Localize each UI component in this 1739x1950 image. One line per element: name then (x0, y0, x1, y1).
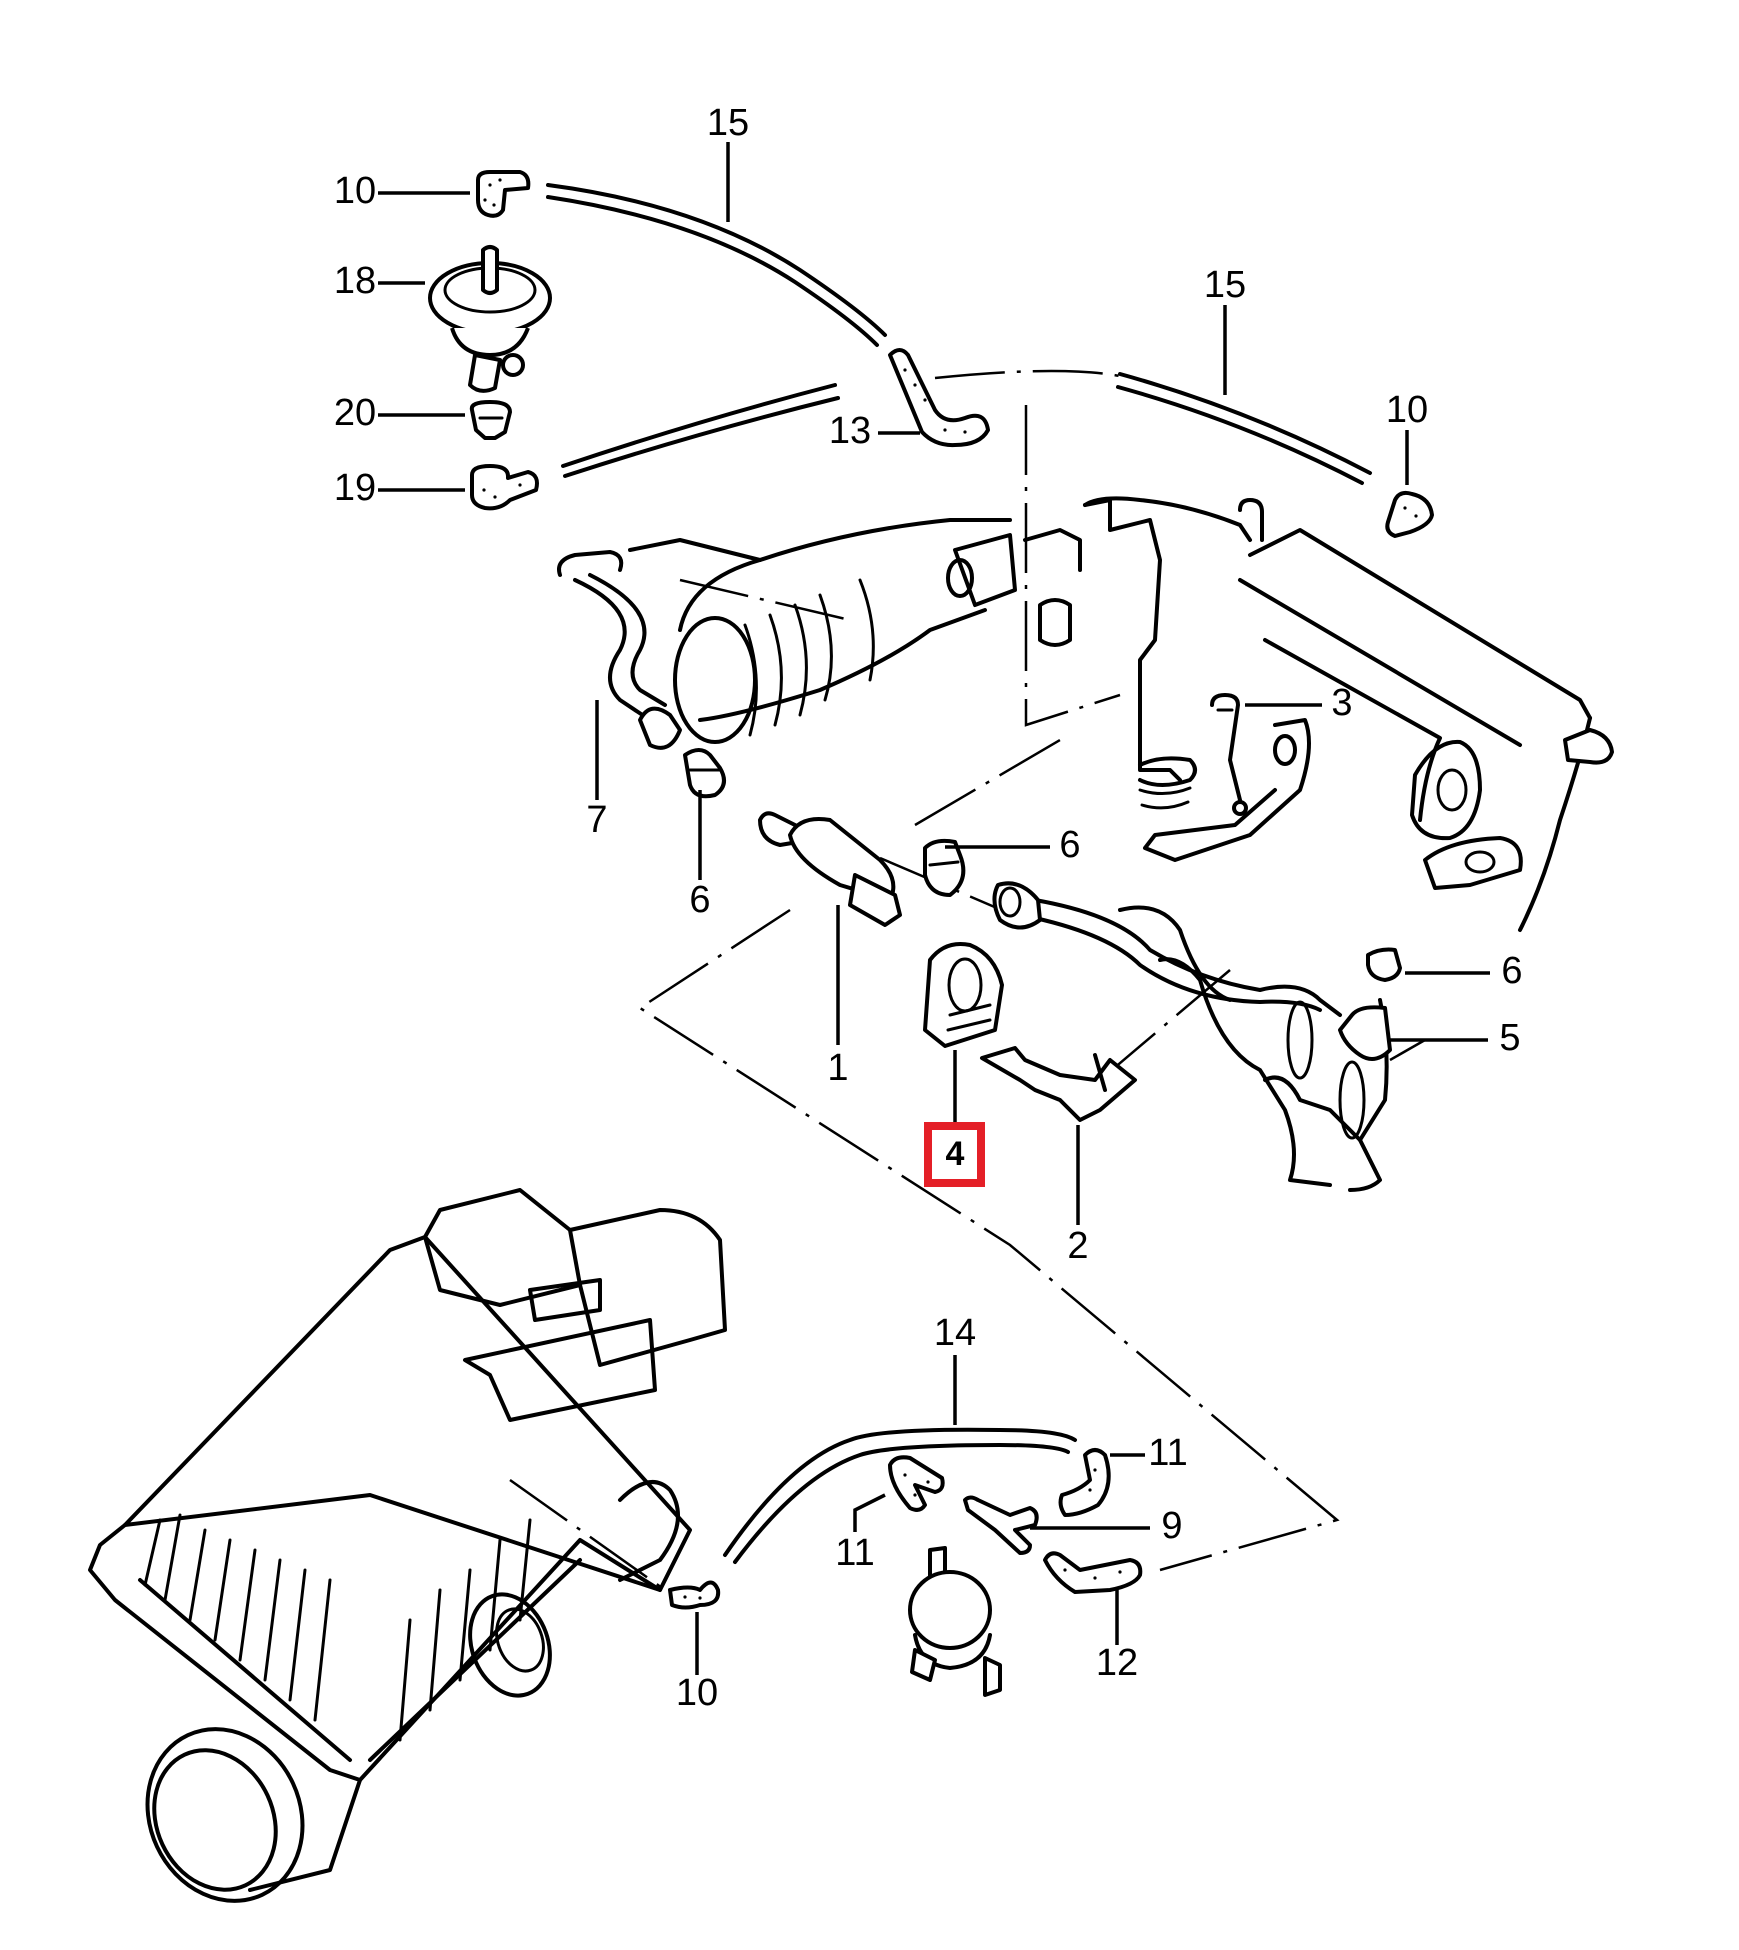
callout-14[interactable]: 14 (934, 1312, 976, 1354)
callout-10-bottom[interactable]: 10 (676, 1672, 718, 1714)
callout-12[interactable]: 12 (1096, 1642, 1138, 1684)
callout-11-left[interactable]: 11 (835, 1532, 874, 1574)
highlight-box-part-4 (924, 1122, 985, 1187)
callout-1[interactable]: 1 (827, 1047, 848, 1089)
part-11-hose-left (888, 1455, 945, 1512)
callout-9[interactable]: 9 (1161, 1505, 1182, 1547)
callout-5[interactable]: 5 (1499, 1017, 1520, 1059)
part-6-clamp-mid (923, 838, 966, 897)
callout-4-highlighted[interactable]: 4 (946, 1135, 965, 1173)
part-11-hose-right (1058, 1448, 1111, 1517)
part-14-hose (723, 1427, 1077, 1564)
callout-6-right[interactable]: 6 (1501, 950, 1522, 992)
fuel-pressure-regulator (908, 1546, 1002, 1697)
part-6-clamp-left (683, 748, 726, 799)
part-13-hose-elbow (888, 348, 990, 448)
part-2-bracket (980, 1046, 1137, 1122)
callout-6-mid[interactable]: 6 (1059, 824, 1080, 866)
callout-6-left[interactable]: 6 (689, 879, 710, 921)
part-15-hose-right (1116, 372, 1372, 485)
callout-13[interactable]: 13 (829, 410, 871, 452)
callout-10-top[interactable]: 10 (334, 170, 376, 212)
part-20-cap (469, 400, 512, 440)
callout-18[interactable]: 18 (334, 260, 376, 302)
part-6-clamp-right (1366, 947, 1402, 982)
part-1-sensor (758, 811, 902, 927)
part-10-elbow-top (476, 170, 531, 218)
part-9-tee (963, 1495, 1039, 1555)
part-19-tee (470, 464, 539, 511)
callout-11-right[interactable]: 11 (1148, 1432, 1187, 1474)
part-10-elbow-bottom (668, 1580, 721, 1610)
callout-15-right[interactable]: 15 (1204, 264, 1246, 306)
air-filter-housing-drawing (88, 1188, 727, 1903)
callout-10-right[interactable]: 10 (1386, 389, 1428, 431)
callout-19[interactable]: 19 (334, 467, 376, 509)
callout-3[interactable]: 3 (1331, 682, 1352, 724)
callout-2[interactable]: 2 (1067, 1225, 1088, 1267)
part-10-elbow-right (1385, 490, 1434, 538)
part-5-fitting (1338, 1005, 1392, 1061)
callout-labels: 15 10 18 20 19 13 15 10 3 7 6 6 1 6 5 4 … (334, 102, 1523, 1714)
part-18-vacuum-valve (428, 245, 552, 393)
callout-7[interactable]: 7 (586, 799, 607, 841)
part-12-hose (1043, 1551, 1143, 1594)
callout-20[interactable]: 20 (334, 392, 376, 434)
part-4-mount (923, 942, 1004, 1048)
part-hose-long-left (561, 383, 840, 478)
leader-lines (378, 142, 1490, 1675)
part-15-hose-top (546, 183, 887, 347)
callout-15-top[interactable]: 15 (707, 102, 749, 144)
